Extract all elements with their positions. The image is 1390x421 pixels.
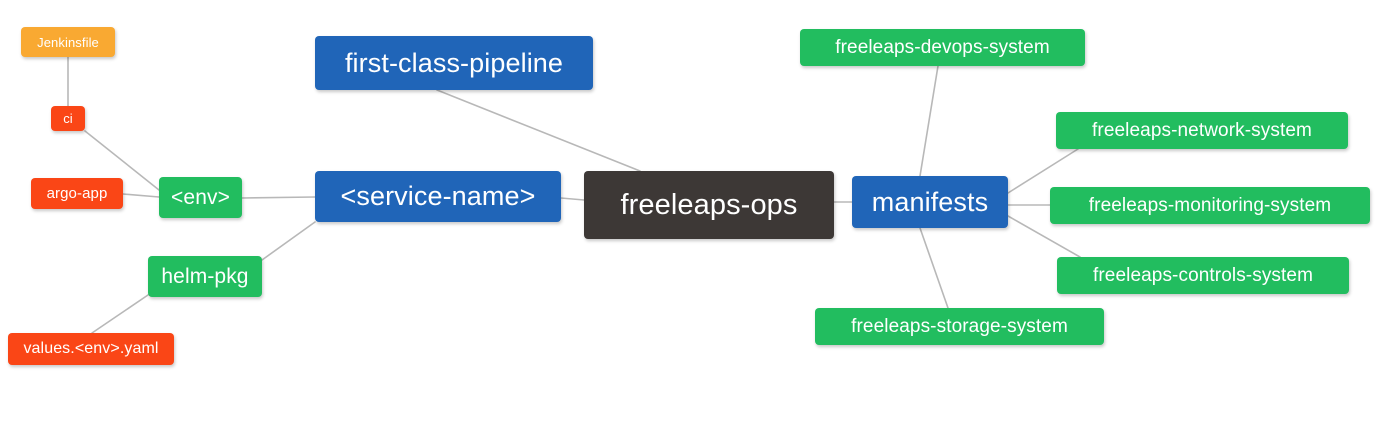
node-label-freeleaps-ops: freeleaps-ops	[620, 188, 798, 221]
node-label-env: <env>	[171, 186, 230, 209]
node-label-freeleaps-monitoring-system: freeleaps-monitoring-system	[1088, 195, 1332, 216]
node-values-env-yaml[interactable]: values.<env>.yaml	[8, 333, 174, 365]
node-label-freeleaps-storage-system: freeleaps-storage-system	[851, 316, 1068, 337]
edge-service-name-to-helm-pkg	[261, 221, 316, 261]
edge-service-name-to-freeleaps-ops	[560, 197, 585, 201]
node-label-helm-pkg: helm-pkg	[161, 265, 249, 288]
node-helm-pkg[interactable]: helm-pkg	[148, 256, 262, 297]
node-freeleaps-controls-system[interactable]: freeleaps-controls-system	[1057, 257, 1349, 294]
node-freeleaps-devops-system[interactable]: freeleaps-devops-system	[800, 29, 1085, 66]
edge-argo-app-to-env	[122, 193, 160, 198]
node-label-values-env-yaml: values.<env>.yaml	[23, 340, 159, 357]
node-ci[interactable]: ci	[51, 106, 85, 131]
node-service-name[interactable]: <service-name>	[315, 171, 561, 222]
edge-manifests-to-freeleaps-devops-system	[919, 65, 939, 177]
node-label-freeleaps-devops-system: freeleaps-devops-system	[835, 37, 1050, 58]
node-freeleaps-storage-system[interactable]: freeleaps-storage-system	[815, 308, 1104, 345]
node-argo-app[interactable]: argo-app	[31, 178, 123, 209]
node-label-argo-app: argo-app	[46, 185, 108, 202]
node-label-manifests: manifests	[871, 186, 989, 217]
node-label-jenkinsfile: Jenkinsfile	[37, 34, 99, 50]
node-freeleaps-network-system[interactable]: freeleaps-network-system	[1056, 112, 1348, 149]
node-manifests[interactable]: manifests	[852, 176, 1008, 228]
node-first-class-pipeline[interactable]: first-class-pipeline	[315, 36, 593, 90]
node-label-service-name: <service-name>	[340, 181, 536, 211]
node-label-first-class-pipeline: first-class-pipeline	[344, 47, 564, 78]
node-label-freeleaps-controls-system: freeleaps-controls-system	[1092, 265, 1314, 286]
edge-manifests-to-freeleaps-storage-system	[919, 227, 949, 309]
edge-first-class-pipeline-to-freeleaps-ops	[436, 89, 641, 172]
node-label-ci: ci	[63, 111, 73, 126]
node-env[interactable]: <env>	[159, 177, 242, 218]
node-freeleaps-ops[interactable]: freeleaps-ops	[584, 171, 834, 239]
node-label-freeleaps-network-system: freeleaps-network-system	[1092, 120, 1312, 141]
node-freeleaps-monitoring-system[interactable]: freeleaps-monitoring-system	[1050, 187, 1370, 224]
edge-env-to-service-name	[241, 196, 316, 199]
edge-helm-pkg-to-values-env-yaml	[91, 294, 149, 334]
node-jenkinsfile[interactable]: Jenkinsfile	[21, 27, 115, 57]
